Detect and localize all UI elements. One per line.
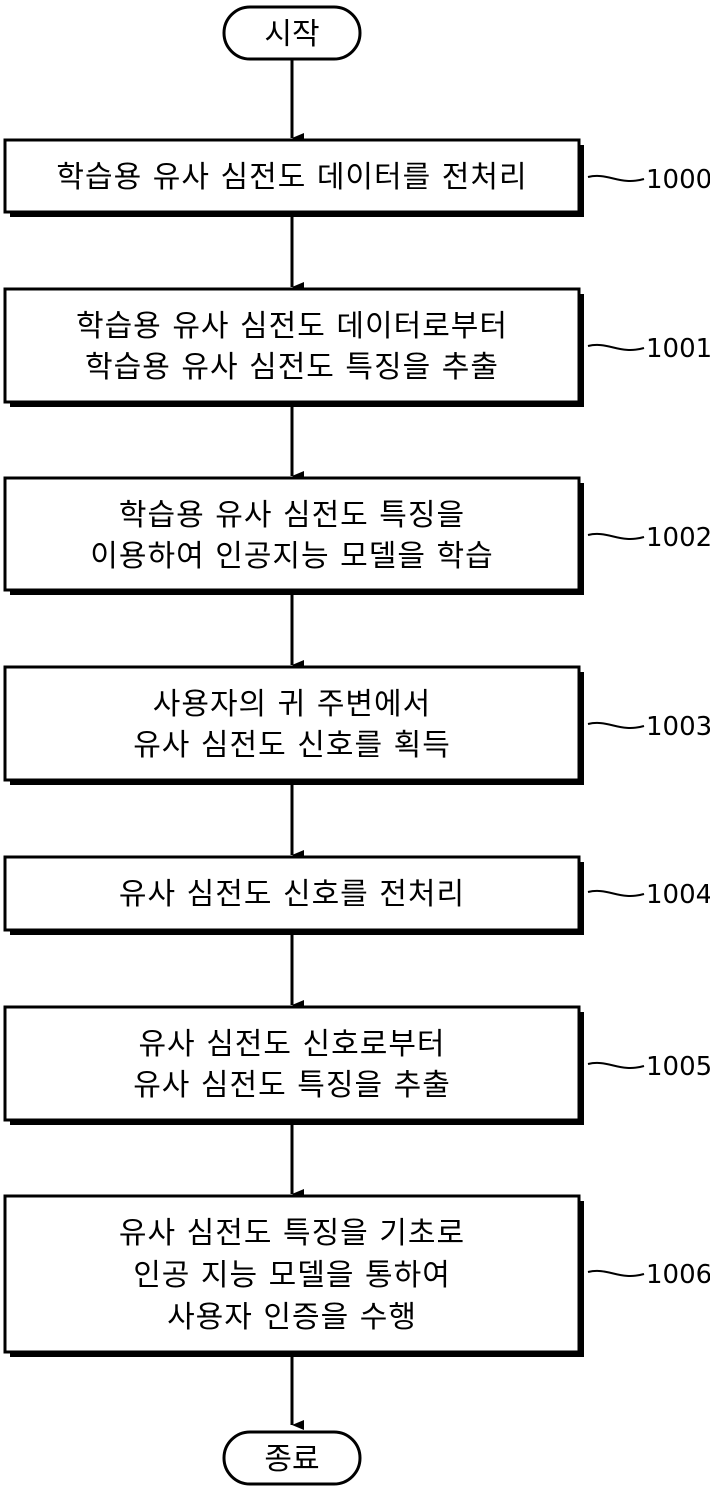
step-1006-ref-leader <box>587 1269 645 1277</box>
step-1002-line-1: 학습용 유사 심전도 특징을 <box>119 498 465 533</box>
step-1001-ref-leader <box>587 343 645 351</box>
step-1003-ref: 1003 <box>646 712 710 742</box>
step-1002-ref-leader <box>587 532 645 540</box>
step-1006-line-3: 사용자 인증을 수행 <box>167 1300 417 1335</box>
end-label: 종료 <box>264 1442 319 1477</box>
step-1001-line-2: 학습용 유사 심전도 특징을 추출 <box>85 350 499 385</box>
step-1006-line-1: 유사 심전도 특징을 기초로 <box>119 1216 465 1251</box>
step-1005-line-2: 유사 심전도 특징을 추출 <box>133 1068 451 1103</box>
start-label: 시작 <box>264 17 319 52</box>
step-1004-ref: 1004 <box>646 880 710 910</box>
step-1006: 유사 심전도 특징을 기초로 인공 지능 모델을 통하여 사용자 인증을 수행 … <box>3 1194 710 1357</box>
step-1003-line-2: 유사 심전도 신호를 획득 <box>133 728 451 763</box>
step-1001: 학습용 유사 심전도 데이터로부터 학습용 유사 심전도 특징을 추출 1001 <box>3 287 710 407</box>
step-1003-line-1: 사용자의 귀 주변에서 <box>153 687 431 722</box>
step-1002-ref: 1002 <box>646 523 710 553</box>
step-1005: 유사 심전도 신호로부터 유사 심전도 특징을 추출 1005 <box>3 1005 710 1125</box>
end-terminal: 종료 <box>222 1430 362 1486</box>
step-1002-line-2: 이용하여 인공지능 모델을 학습 <box>90 539 493 574</box>
step-1005-ref-leader <box>587 1061 645 1069</box>
step-1000-line-1: 학습용 유사 심전도 데이터를 전처리 <box>56 160 527 195</box>
step-1004-line-1: 유사 심전도 신호를 전처리 <box>119 877 465 912</box>
step-1003: 사용자의 귀 주변에서 유사 심전도 신호를 획득 1003 <box>3 665 710 785</box>
step-1000: 학습용 유사 심전도 데이터를 전처리 1000 <box>3 138 710 217</box>
step-1000-ref: 1000 <box>646 165 710 195</box>
start-terminal: 시작 <box>222 5 362 61</box>
step-1005-ref: 1005 <box>646 1052 710 1082</box>
step-1006-line-2: 인공 지능 모델을 통하여 <box>133 1258 451 1293</box>
step-1001-ref: 1001 <box>646 334 710 364</box>
step-1002: 학습용 유사 심전도 특징을 이용하여 인공지능 모델을 학습 1002 <box>3 476 710 595</box>
step-1004: 유사 심전도 신호를 전처리 1004 <box>3 855 710 935</box>
step-1001-line-1: 학습용 유사 심전도 데이터로부터 <box>76 309 508 344</box>
step-1003-ref-leader <box>587 721 645 729</box>
step-1006-ref: 1006 <box>646 1260 710 1290</box>
step-1004-ref-leader <box>587 889 645 897</box>
step-1000-ref-leader <box>587 174 645 182</box>
step-1005-line-1: 유사 심전도 신호로부터 <box>138 1027 445 1062</box>
